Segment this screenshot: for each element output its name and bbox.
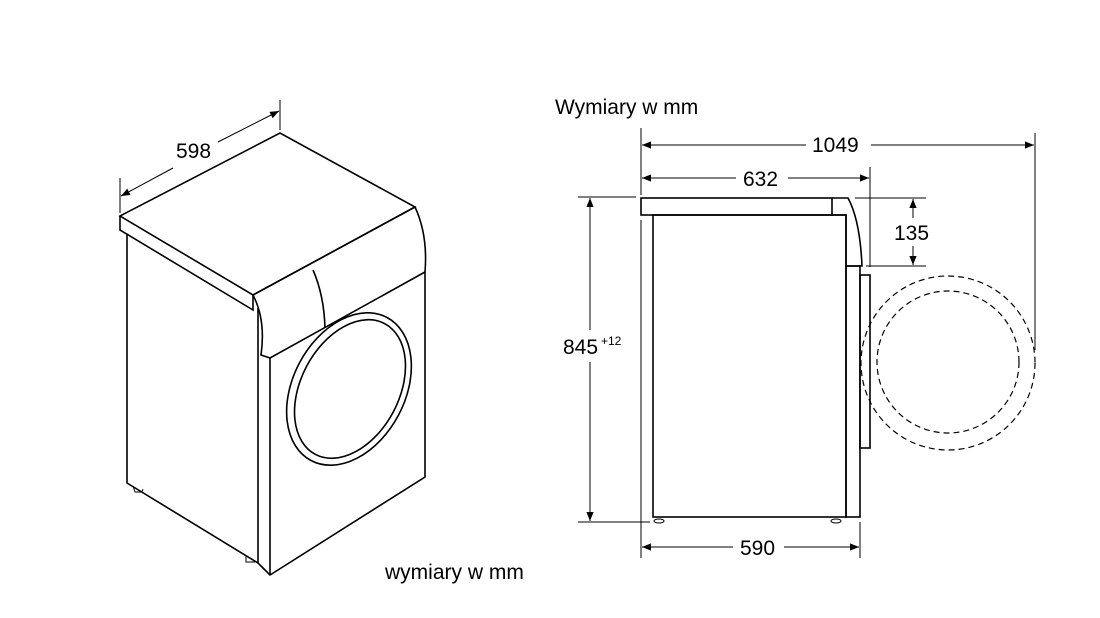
machine-front-bottom bbox=[257, 272, 426, 577]
dimension-top-offset-label: 135 bbox=[894, 222, 929, 245]
machine-body-side bbox=[652, 214, 847, 518]
foot bbox=[830, 518, 842, 524]
control-panel-edge bbox=[252, 271, 426, 359]
dimension-width-label: 598 bbox=[176, 140, 211, 163]
foot bbox=[132, 485, 144, 493]
control-panel-top bbox=[252, 205, 427, 296]
machine-top-face bbox=[118, 132, 417, 296]
iso-caption: wymiary w mm bbox=[384, 561, 524, 584]
control-panel-profile bbox=[832, 197, 863, 267]
top-slab-edge bbox=[119, 216, 254, 312]
control-panel-divider bbox=[312, 269, 326, 329]
machine-side-face bbox=[126, 234, 259, 565]
door-swing-inner bbox=[876, 290, 1020, 434]
dimension-height-label: 845 bbox=[563, 336, 598, 359]
dimension-line-width bbox=[120, 167, 174, 197]
foot bbox=[245, 555, 255, 563]
dimension-line-width bbox=[217, 110, 280, 143]
machine-front-side bbox=[845, 265, 861, 518]
dimension-body-depth-label: 590 bbox=[740, 537, 775, 560]
door-swing-outer bbox=[860, 275, 1036, 451]
dimension-height-tolerance: +12 bbox=[601, 334, 622, 348]
dimension-depth-label: 632 bbox=[743, 168, 778, 191]
top-panel bbox=[640, 197, 833, 216]
isometric-machine-drawing: 598 bbox=[118, 100, 427, 577]
foot bbox=[653, 518, 665, 524]
side-title: Wymiary w mm bbox=[555, 96, 698, 119]
door-side bbox=[859, 274, 871, 449]
dimension-total-depth-label: 1049 bbox=[812, 134, 859, 157]
door-inner-ring bbox=[293, 318, 407, 460]
side-view-drawing: 1049 632 135 845 +12 590 bbox=[563, 128, 1036, 560]
door-outer-ring bbox=[285, 312, 413, 466]
